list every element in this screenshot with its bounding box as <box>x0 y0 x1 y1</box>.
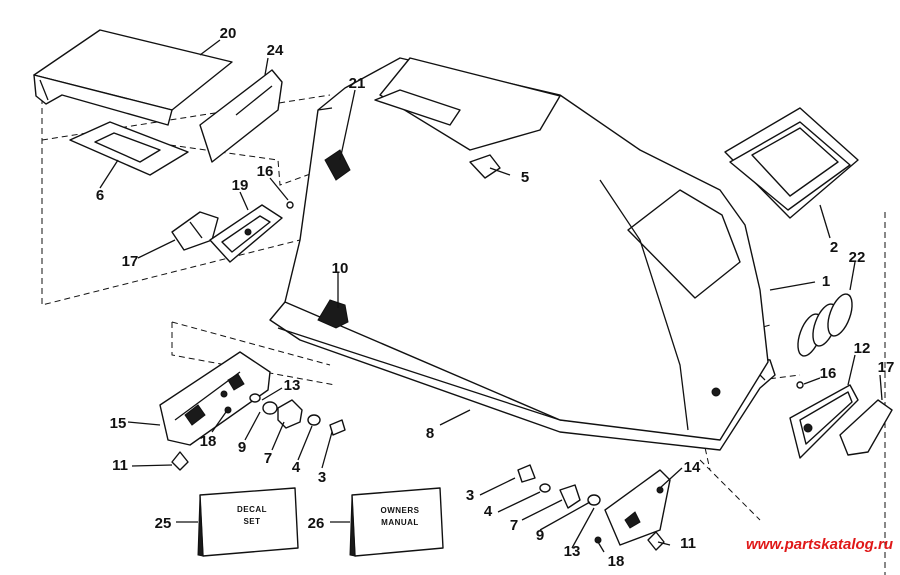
callout-16-right: 16 <box>820 365 837 382</box>
callout-13-left: 13 <box>284 377 301 394</box>
callout-18-right: 18 <box>608 553 625 570</box>
callout-3-left: 3 <box>318 469 326 486</box>
callout-20: 20 <box>220 25 237 42</box>
watermark-text: www.partskatalog.ru <box>746 536 893 553</box>
callout-13-right: 13 <box>564 543 581 560</box>
part-17-latch-left <box>171 211 219 251</box>
callout-4-left: 4 <box>292 459 301 476</box>
callout-numbers: 20 24 21 16 19 5 6 17 10 2 22 1 12 16 17… <box>96 25 895 570</box>
manual-box-line1: OWNERS <box>381 506 420 515</box>
callout-26: 26 <box>308 515 325 532</box>
callout-12: 12 <box>854 340 871 357</box>
callout-6: 6 <box>96 187 104 204</box>
callout-3-right: 3 <box>466 487 474 504</box>
callout-24: 24 <box>267 42 284 59</box>
part-12-latch-plate-right <box>789 384 859 459</box>
callout-4-right: 4 <box>484 503 493 520</box>
part-25-decal-set: DECAL SET <box>197 487 299 557</box>
hardware-right-group <box>517 464 665 551</box>
callout-9-left: 9 <box>238 439 246 456</box>
callout-14: 14 <box>684 459 701 476</box>
callout-11-left: 11 <box>112 457 128 474</box>
part-26-owners-manual: OWNERS MANUAL <box>349 487 444 557</box>
callout-22: 22 <box>849 249 866 266</box>
callout-1: 1 <box>822 273 830 290</box>
part-16-screw-left <box>286 201 294 209</box>
decal-box-line2: SET <box>243 517 260 526</box>
callout-18-left: 18 <box>200 433 217 450</box>
part-16-screw-right <box>796 381 804 389</box>
callout-16-left: 16 <box>257 163 274 180</box>
callout-11-right: 11 <box>680 535 696 552</box>
callout-17-right: 17 <box>878 359 895 376</box>
callout-7-left: 7 <box>264 450 272 467</box>
part-1-motor-cover <box>269 57 776 451</box>
part-15-bracket <box>159 351 271 446</box>
part-24-plate <box>199 69 283 163</box>
callout-9-right: 9 <box>536 527 544 544</box>
callout-17-left: 17 <box>122 253 139 270</box>
callout-2: 2 <box>830 239 838 256</box>
callout-5: 5 <box>521 169 529 186</box>
part-22-decals <box>797 293 853 357</box>
part-6-seal <box>69 121 189 176</box>
callout-8: 8 <box>426 425 434 442</box>
callout-10: 10 <box>332 260 349 277</box>
callout-21: 21 <box>349 75 366 92</box>
part-14-bracket-right <box>604 469 671 546</box>
callout-15: 15 <box>110 415 127 432</box>
leader-lines <box>99 39 883 553</box>
callout-25: 25 <box>155 515 172 532</box>
hardware-left-group <box>171 393 346 471</box>
part-20-cover-lid <box>33 29 233 126</box>
part-19-latch-plate <box>209 204 283 263</box>
part-17-latch-right <box>839 399 893 456</box>
manual-box-line2: MANUAL <box>381 518 419 527</box>
callout-7-right: 7 <box>510 517 518 534</box>
callout-19: 19 <box>232 177 249 194</box>
decal-box-line1: DECAL <box>237 505 267 514</box>
part-2-window-panel <box>724 107 859 219</box>
